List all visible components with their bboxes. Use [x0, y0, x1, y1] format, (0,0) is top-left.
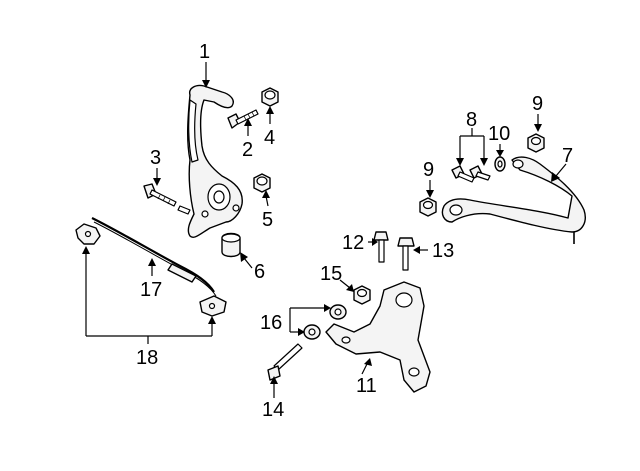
callout-16: 16 [260, 312, 282, 334]
clip-lower[interactable] [199, 295, 227, 317]
bolt-13[interactable] [397, 237, 415, 271]
lower-bracket-11[interactable] [325, 281, 431, 393]
callout-6: 6 [254, 261, 265, 283]
callout-13: 13 [432, 240, 454, 262]
callout-labels: 1 2 3 4 5 6 7 8 9 9 10 11 12 13 14 15 16… [136, 41, 573, 421]
callout-14: 14 [262, 399, 284, 421]
bolt-12[interactable] [373, 231, 389, 263]
callout-1: 1 [199, 41, 210, 63]
upper-control-arm[interactable] [441, 156, 586, 244]
callout-15: 15 [320, 263, 342, 285]
callout-17: 17 [140, 279, 162, 301]
bolt-3[interactable] [143, 183, 191, 215]
nut-15[interactable] [353, 285, 371, 305]
washer-16-upper[interactable] [329, 304, 347, 320]
washer-16-lower[interactable] [303, 324, 321, 340]
leader-lines [82, 62, 567, 398]
callout-12: 12 [342, 232, 364, 254]
clip-upper[interactable] [75, 223, 101, 245]
callout-8: 8 [466, 109, 477, 131]
callout-7: 7 [562, 145, 573, 167]
nut-4[interactable] [261, 87, 279, 107]
callout-9-left: 9 [423, 159, 434, 181]
callout-10: 10 [488, 123, 510, 145]
callout-2: 2 [242, 139, 253, 161]
callout-5: 5 [262, 209, 273, 231]
callout-9-right: 9 [532, 93, 543, 115]
nut-9-right[interactable] [527, 133, 545, 153]
sensor-cable-17[interactable] [91, 217, 217, 297]
callout-3: 3 [150, 147, 161, 169]
callout-4: 4 [264, 127, 275, 149]
nut-5[interactable] [253, 173, 271, 193]
washer-10[interactable] [494, 156, 506, 172]
callout-18: 18 [136, 347, 158, 369]
bolt-2[interactable] [227, 109, 259, 129]
steering-knuckle[interactable] [186, 84, 243, 238]
bushing-6[interactable] [221, 232, 241, 258]
bolts-8[interactable] [451, 165, 491, 183]
pin-14[interactable] [267, 343, 303, 381]
nut-9-left[interactable] [419, 197, 437, 217]
callout-11: 11 [356, 375, 377, 397]
